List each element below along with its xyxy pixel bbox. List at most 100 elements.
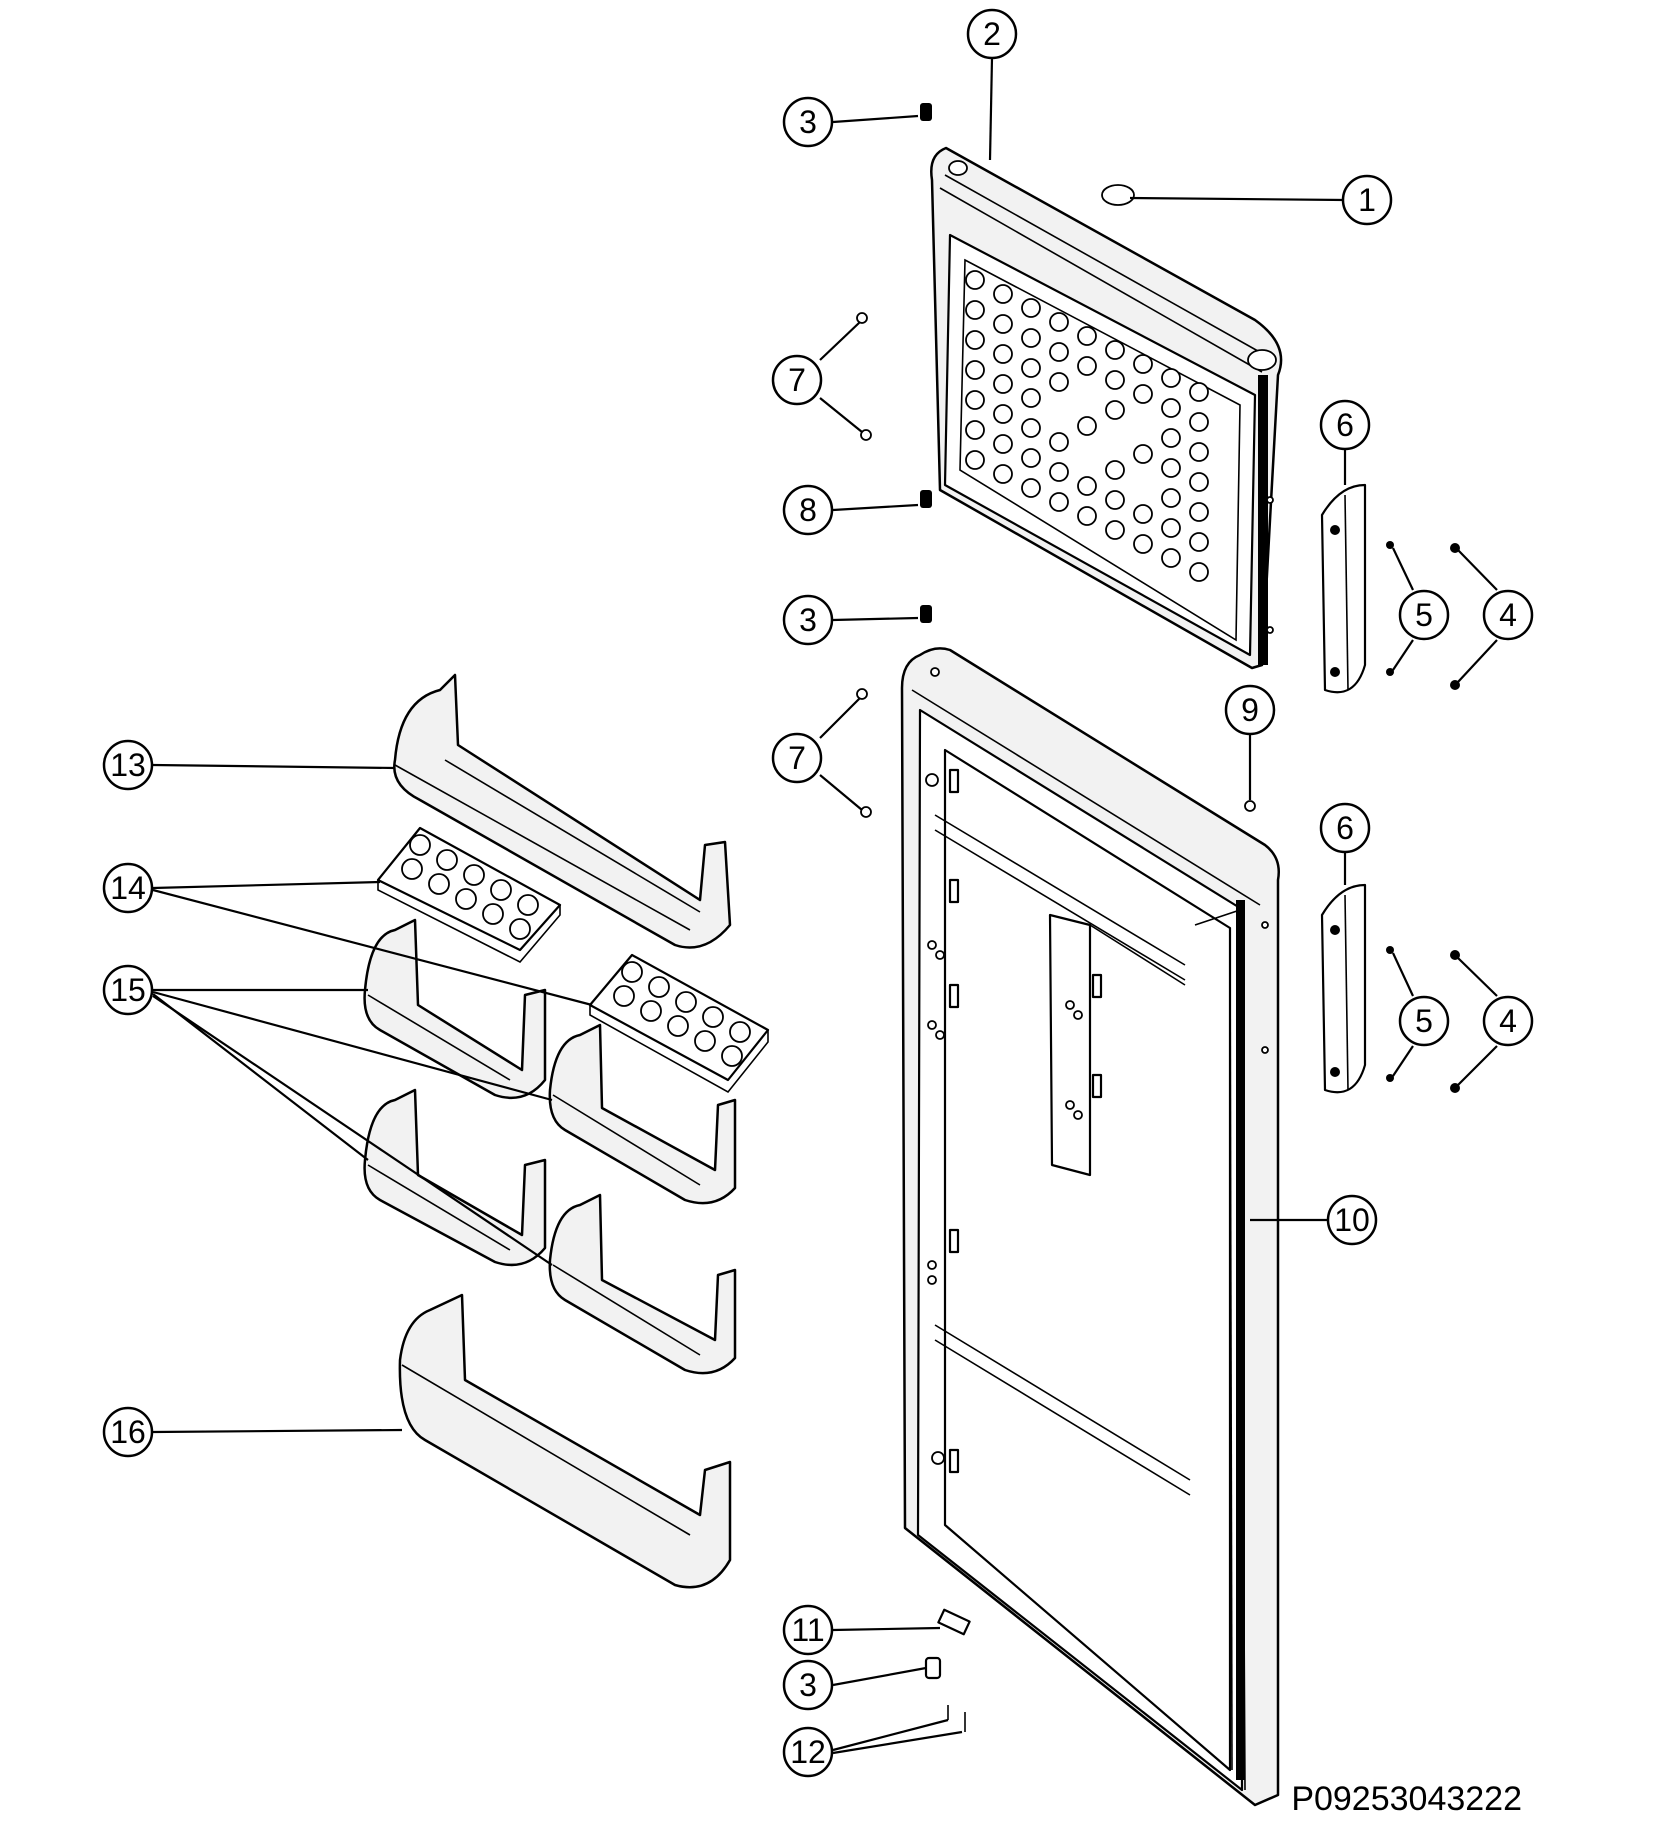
svg-text:3: 3 [799, 104, 817, 140]
callout-2: 2 [966, 8, 1018, 60]
callout-12: 12 [782, 1726, 834, 1778]
liner-hole [1077, 416, 1097, 436]
bin-part-15-c [363, 1088, 547, 1267]
egg-tray-part-14-a [376, 826, 562, 963]
liner-hole [1133, 504, 1153, 524]
svg-text:4: 4 [1499, 597, 1517, 633]
liner-hole [965, 360, 985, 380]
liner-hole [1077, 506, 1097, 526]
liner-hole [509, 918, 531, 940]
liner-hole [1189, 562, 1209, 582]
callout-14: 14 [102, 862, 154, 914]
callout-13: 13 [102, 739, 154, 791]
liner-hole [1105, 520, 1125, 540]
svg-text:9: 9 [1241, 692, 1259, 728]
svg-text:10: 10 [1334, 1202, 1370, 1238]
callout-3-top: 3 [782, 96, 834, 148]
liner-hole [721, 1045, 743, 1067]
liner-hole [1189, 502, 1209, 522]
liner-hole [965, 390, 985, 410]
liner-hole [1133, 444, 1153, 464]
shelf-part-13 [393, 673, 732, 949]
callout-16: 16 [102, 1406, 154, 1458]
callout-6-lower: 6 [1319, 802, 1371, 854]
liner-hole [1189, 442, 1209, 462]
callout-4-lower: 4 [1482, 995, 1534, 1047]
leader-lines [152, 57, 1498, 1755]
svg-text:11: 11 [791, 1612, 824, 1648]
liner-hole [675, 991, 697, 1013]
fresh-food-door-part-10 [900, 647, 1280, 1807]
callout-5-upper: 5 [1398, 589, 1450, 641]
callout-5-lower: 5 [1398, 995, 1450, 1047]
liner-hole [463, 864, 485, 886]
liner-hole [1049, 342, 1069, 362]
liner-hole [965, 300, 985, 320]
screw-part-3-top [920, 103, 932, 121]
liner-hole [993, 284, 1013, 304]
liner-hole [702, 1006, 724, 1028]
liner-hole [1021, 298, 1041, 318]
liner-hole [1021, 388, 1041, 408]
liner-hole [517, 894, 539, 916]
liner-hole [1133, 384, 1153, 404]
screws-part-4-5-upper [1386, 541, 1460, 690]
liner-hole [694, 1030, 716, 1052]
svg-text:5: 5 [1415, 597, 1433, 633]
liner-hole [1161, 548, 1181, 568]
callout-8: 8 [782, 484, 834, 536]
liner-hole [1189, 532, 1209, 552]
liner-hole [490, 879, 512, 901]
liner-hole [428, 873, 450, 895]
bin-part-15-b [548, 1023, 737, 1205]
liner-hole [1021, 418, 1041, 438]
liner-hole [1161, 458, 1181, 478]
liner-hole [1049, 372, 1069, 392]
svg-text:4: 4 [1499, 1003, 1517, 1039]
liner-hole [640, 1000, 662, 1022]
callout-15: 15 [102, 964, 154, 1016]
liner-hole [455, 888, 477, 910]
liner-hole [993, 374, 1013, 394]
svg-text:16: 16 [110, 1414, 146, 1450]
diagram-reference-code: P09253043222 [1291, 1780, 1522, 1818]
liner-hole [1161, 368, 1181, 388]
liner-hole [1105, 340, 1125, 360]
liner-hole [1021, 328, 1041, 348]
liner-hole [648, 976, 670, 998]
callout-7-lower: 7 [771, 732, 823, 784]
freezer-door-part-2 [930, 146, 1283, 670]
liner-hole [1189, 382, 1209, 402]
plug-part-1 [1101, 184, 1135, 206]
liner-hole [965, 420, 985, 440]
liner-hole [409, 834, 431, 856]
liner-hole [1049, 432, 1069, 452]
svg-text:2: 2 [983, 16, 1001, 52]
liner-hole [729, 1021, 751, 1043]
liner-hole [965, 330, 985, 350]
svg-text:13: 13 [110, 747, 146, 783]
callout-3-mid: 3 [782, 594, 834, 646]
screw-part-3-bottom [924, 1656, 942, 1680]
screws-part-4-5-lower [1386, 946, 1460, 1093]
svg-text:15: 15 [110, 972, 146, 1008]
liner-hole [993, 464, 1013, 484]
liner-hole [1133, 354, 1153, 374]
screw-part-12 [947, 1705, 966, 1732]
screw-part-8 [920, 490, 932, 508]
liner-hole [993, 434, 1013, 454]
svg-text:14: 14 [110, 870, 146, 906]
liner-hole [667, 1015, 689, 1037]
bin-part-15-a [363, 918, 547, 1100]
liner-hole [436, 849, 458, 871]
callout-6-upper: 6 [1319, 399, 1371, 451]
svg-text:6: 6 [1336, 810, 1354, 846]
svg-text:7: 7 [788, 740, 806, 776]
svg-text:3: 3 [799, 602, 817, 638]
svg-text:3: 3 [799, 1667, 817, 1703]
shelf-part-16 [398, 1293, 732, 1589]
liner-hole [1161, 398, 1181, 418]
liner-hole [621, 961, 643, 983]
egg-tray-part-14-b [588, 953, 770, 1094]
